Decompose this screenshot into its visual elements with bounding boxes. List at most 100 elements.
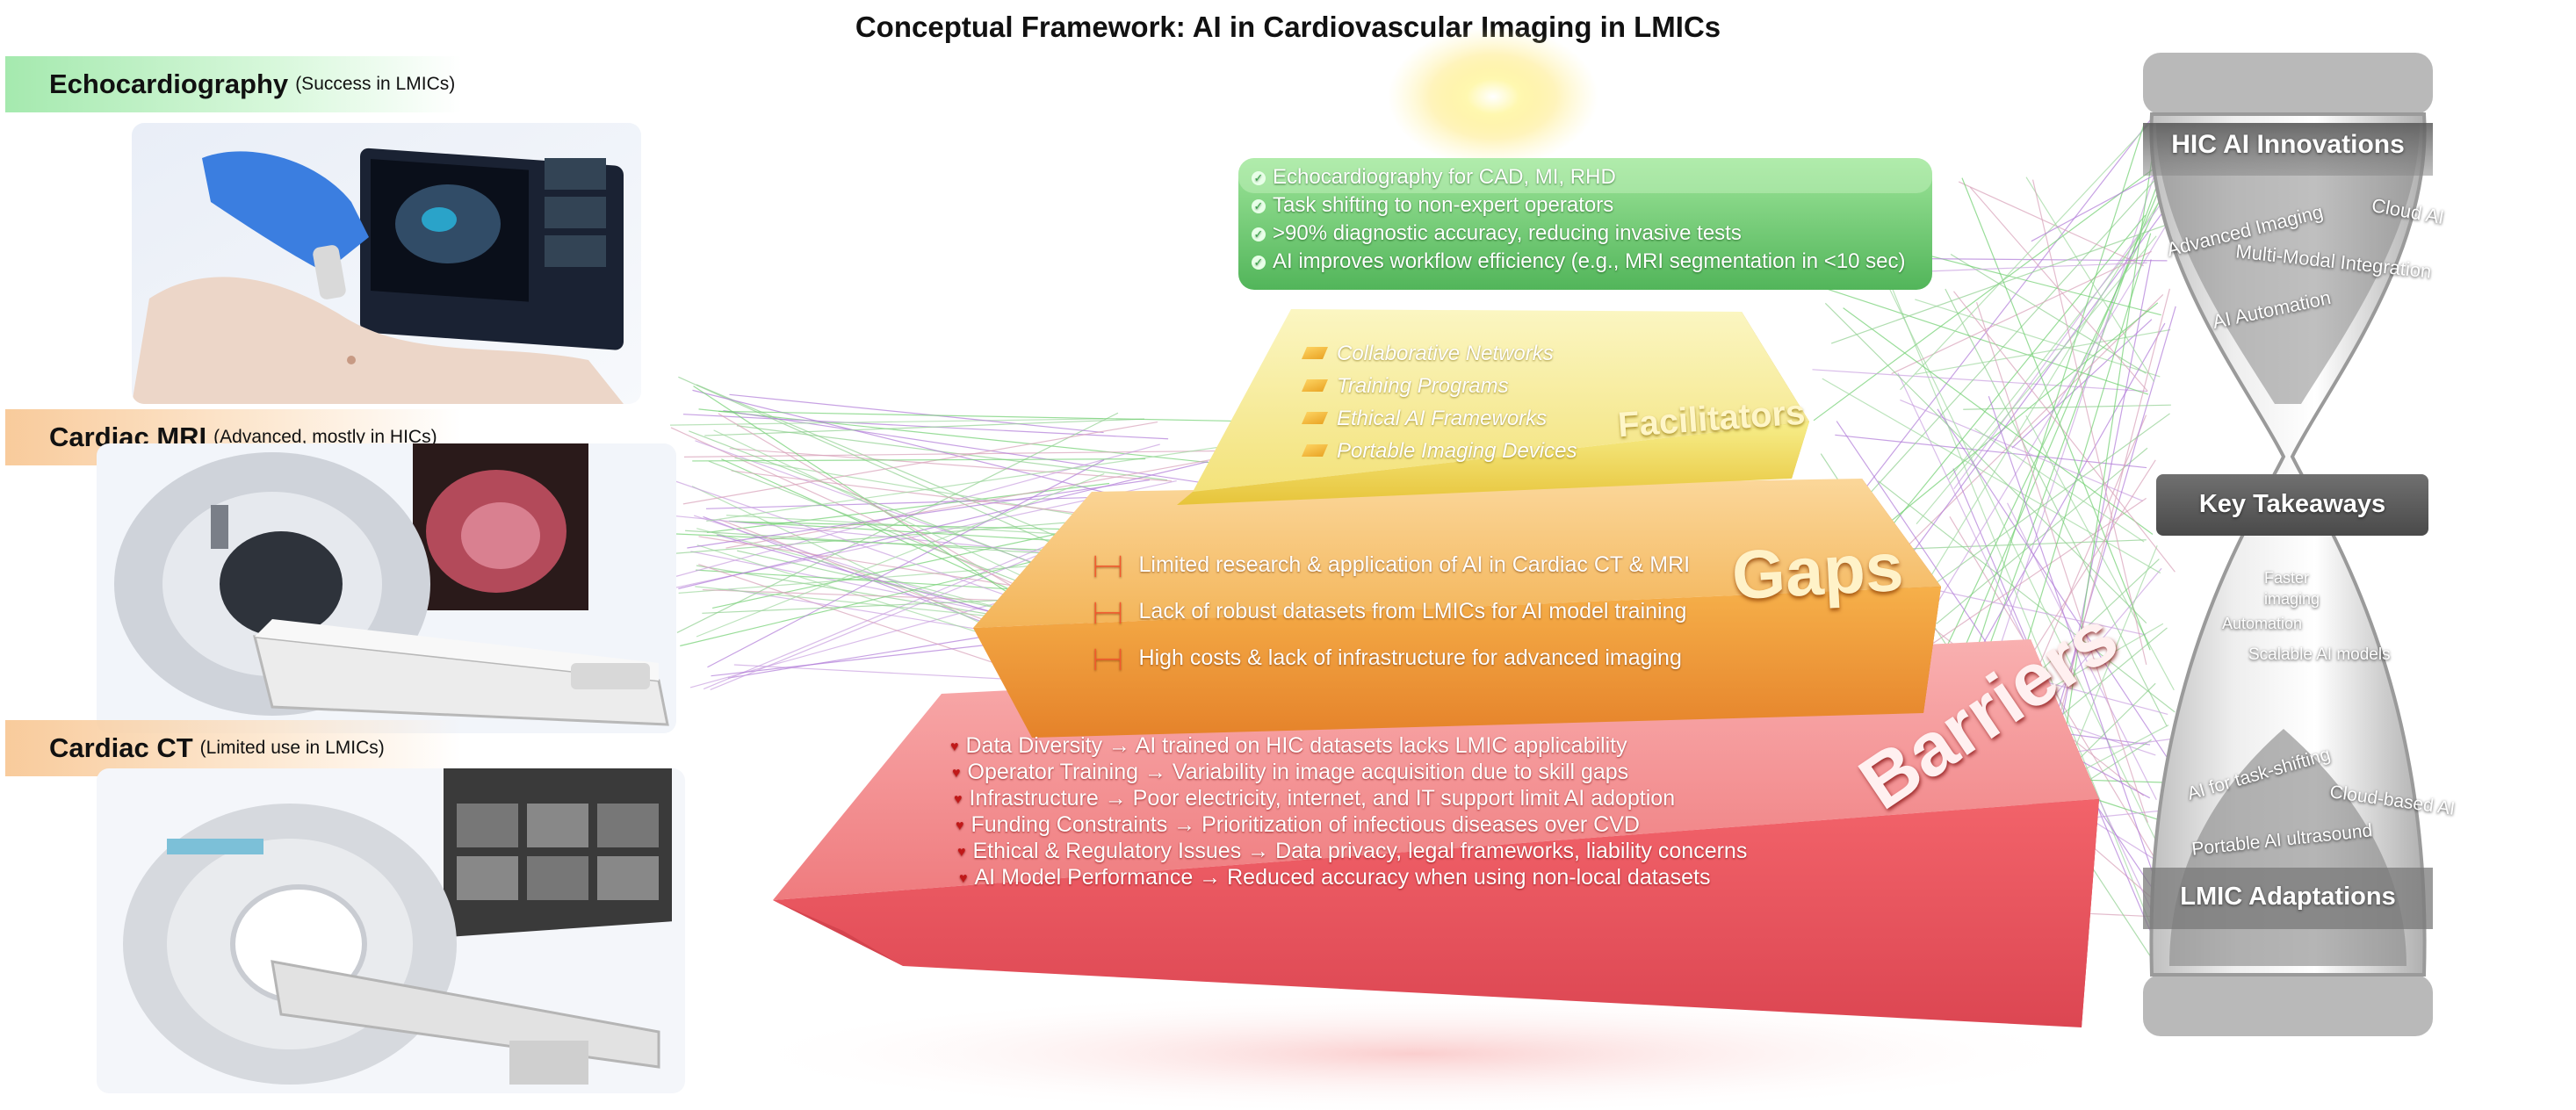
fibre-line: [1830, 222, 2172, 344]
fibre-line: [1915, 299, 2161, 378]
fibre-line: [1961, 177, 2151, 651]
hic-innovations-title: HIC AI Innovations: [2171, 130, 2405, 159]
check-icon: ✓: [1252, 171, 1266, 185]
heart-bullet-icon: ♥: [957, 845, 966, 860]
fibre-line: [678, 461, 1209, 589]
fibre-line: [1935, 413, 2170, 584]
fibre-line: [1975, 301, 2148, 823]
gaps-list: ├─┤Limited research & application of AI …: [1089, 543, 1690, 682]
fibre-line: [718, 410, 1239, 422]
modality-note: (Success in LMICs): [295, 74, 456, 94]
fibre-line: [692, 458, 1146, 462]
echocardiography-image: [132, 123, 641, 404]
fibre-line: [1812, 369, 2147, 393]
outcome-item: ✓AI improves workflow efficiency (e.g., …: [1252, 248, 1906, 276]
fibre-line: [1808, 108, 2160, 561]
gap-item: ├─┤Limited research & application of AI …: [1089, 543, 1690, 589]
barrier-item: ♥Data Diversity → AI trained on HIC data…: [950, 733, 1627, 758]
facilitator-item: Ethical AI Frameworks: [1302, 402, 1577, 435]
cardiac-ct-label: Cardiac CT (Limited use in LMICs): [5, 720, 462, 776]
fibre-line: [729, 393, 1104, 434]
fibre-line: [1846, 177, 2174, 980]
barrier-item: ♥Operator Training → Variability in imag…: [952, 760, 1629, 784]
barrier-item: ♥Funding Constraints → Prioritization of…: [956, 812, 1640, 837]
fibre-line: [1878, 480, 2176, 713]
figure-title: Conceptual Framework: AI in Cardiovascul…: [855, 11, 1721, 43]
heart-bullet-icon: ♥: [959, 871, 968, 886]
gap-item: ├─┤High costs & lack of infrastructure f…: [1089, 636, 1690, 682]
outcome-item: ✓Echocardiography for CAD, MI, RHD: [1252, 163, 1906, 191]
modality-name: Cardiac CT: [49, 732, 193, 763]
triangle-bullet-icon: [1302, 412, 1328, 424]
gaps-tier-label: Gaps: [1729, 527, 1906, 615]
triangle-bullet-icon: [1302, 379, 1328, 392]
fibre-line: [1864, 293, 2164, 589]
barriers-tier-front: [773, 799, 2099, 1027]
fibre-line: [706, 443, 1248, 522]
heart-bullet-icon: ♥: [956, 818, 964, 833]
lmic-adaptations-title: LMIC Adaptations: [2180, 883, 2396, 911]
facilitators-tier-top: [1193, 309, 1809, 492]
gaps-tier-front: [973, 587, 1941, 738]
fibre-line: [689, 430, 1095, 587]
takeaway-item: Faster: [2264, 569, 2310, 587]
fibre-line: [1828, 288, 2149, 395]
fibre-line: [682, 421, 1158, 505]
fibre-line: [1813, 160, 2165, 422]
fibre-line: [2031, 165, 2173, 242]
fibre-line: [2025, 414, 2175, 691]
fibre-line: [682, 414, 1169, 440]
barrier-item: ♥Ethical & Regulatory Issues → Data priv…: [957, 839, 1748, 863]
fibre-line: [1835, 434, 2147, 469]
fibre-line: [1887, 257, 2168, 262]
fibre-line: [707, 459, 1105, 668]
key-takeaways-title: Key Takeaways: [2198, 490, 2386, 518]
bracket-icon: ├─┤: [1089, 603, 1127, 623]
heart-bullet-icon: ♥: [950, 739, 959, 754]
modality-note: (Limited use in LMICs): [199, 738, 385, 758]
heart-bullet-icon: ♥: [952, 766, 961, 781]
cardiac-ct-image: [97, 768, 685, 1093]
fibre-line: [1950, 253, 2147, 374]
echocardiography-label: Echocardiography (Success in LMICs): [5, 56, 462, 112]
fibre-line: [1963, 404, 2171, 410]
fibre-line: [1824, 302, 2147, 623]
fibre-line: [2025, 177, 2155, 382]
check-icon: ✓: [1252, 199, 1266, 213]
takeaway-item: imaging: [2264, 590, 2320, 608]
fibre-line: [2031, 179, 2147, 666]
fibre-line: [676, 412, 1119, 633]
fibre-line: [1949, 516, 2160, 867]
fibre-line: [1988, 395, 2168, 913]
fibre-line: [706, 482, 1110, 533]
hourglass-icon: [2143, 53, 2433, 1036]
bracket-icon: ├─┤: [1089, 557, 1127, 576]
fibre-line: [1942, 186, 2161, 699]
fibre-line: [1953, 187, 2174, 490]
heart-bullet-icon: ♥: [954, 792, 963, 807]
fibre-line: [669, 418, 1104, 426]
fibre-line: [1866, 539, 2147, 551]
facilitator-item: Portable Imaging Devices: [1302, 435, 1577, 467]
facilitators-list: Collaborative Networks Training Programs…: [1302, 337, 1577, 467]
modality-name: Echocardiography: [49, 68, 289, 99]
fibre-line: [696, 472, 1105, 638]
facilitator-item: Training Programs: [1302, 370, 1577, 402]
fibre-line: [1832, 163, 2170, 535]
fibre-line: [1900, 108, 2165, 391]
facilitator-item: Collaborative Networks: [1302, 337, 1577, 370]
gaps-tier-top: [973, 479, 1941, 628]
fibre-line: [1945, 288, 2168, 727]
triangle-bullet-icon: [1302, 444, 1328, 457]
fibre-line: [1953, 291, 2176, 573]
fibre-line: [704, 418, 1145, 436]
barrier-item: ♥Infrastructure → Poor electricity, inte…: [954, 786, 1676, 811]
outcomes-list: ✓Echocardiography for CAD, MI, RHD ✓Task…: [1252, 163, 1906, 276]
fibre-line: [1916, 189, 2168, 600]
fibre-line: [1916, 235, 2157, 525]
takeaway-item: Automation: [2222, 615, 2303, 632]
takeaway-item: Scalable AI models: [2248, 645, 2391, 664]
fibre-line: [1948, 229, 2147, 480]
triangle-bullet-icon: [1302, 347, 1328, 359]
